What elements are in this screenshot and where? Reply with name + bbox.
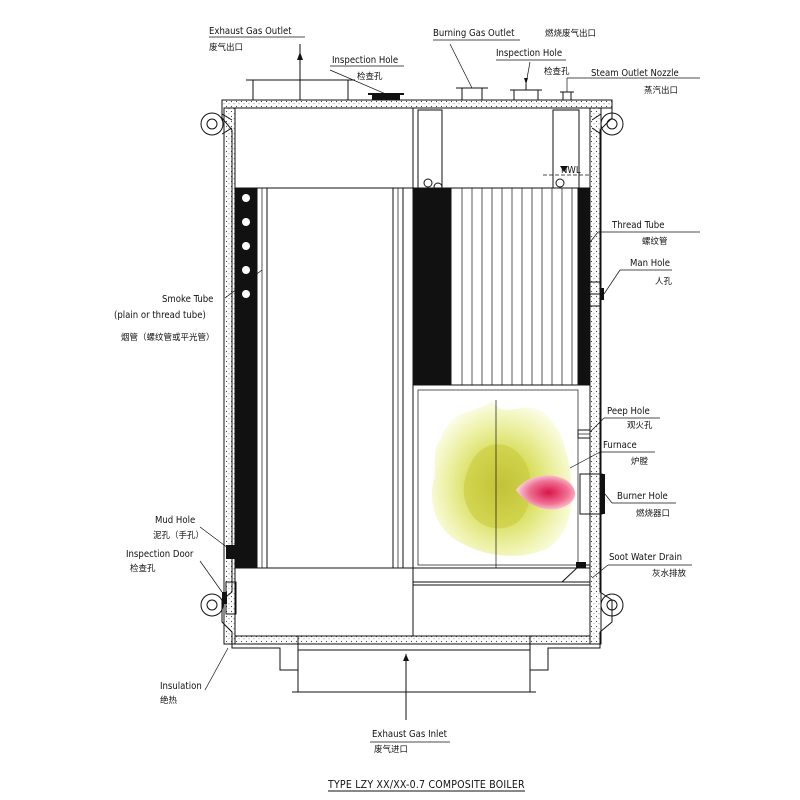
inspection-hole-right-en: Inspection Hole — [496, 48, 562, 59]
label-inspection-hole-right: Inspection Hole 检查孔 — [496, 48, 570, 77]
burner-hole-cn: 燃烧器口 — [636, 508, 670, 519]
burning-gas-outlet-cn: 燃烧废气出口 — [545, 28, 596, 39]
thread-tube-bundle — [450, 187, 579, 386]
label-thread-tube: Thread Tube 螺纹管 — [611, 220, 668, 247]
insulation-en: Insulation — [160, 681, 202, 692]
inspection-door-cn: 检查孔 — [130, 563, 156, 574]
lifting-lug-bottom-left — [200, 593, 224, 617]
inspection-door-en: Inspection Door — [126, 549, 194, 560]
inspection-hole-right-cn: 检查孔 — [544, 66, 570, 77]
burner-flame — [516, 475, 575, 510]
man-hole-en: Man Hole — [630, 258, 670, 269]
diagram-title: TYPE LZY XX/XX-0.7 COMPOSITE BOILER — [327, 779, 525, 791]
thread-tube-en: Thread Tube — [611, 220, 664, 231]
steam-outlet-nozzle — [560, 91, 574, 101]
lower-left-box — [234, 567, 414, 637]
label-exhaust-gas-inlet: Exhaust Gas Inlet 废气进口 — [372, 729, 448, 755]
label-inspection-door: Inspection Door 检查孔 — [126, 549, 194, 574]
steam-outlet-cn: 蒸汽出口 — [644, 85, 678, 96]
label-man-hole: Man Hole 人孔 — [630, 258, 673, 287]
left-water-column — [235, 188, 257, 568]
furnace-cn: 炉膛 — [631, 456, 649, 467]
lower-right-box — [412, 584, 591, 637]
label-burning-gas-outlet: Burning Gas Outlet 燃烧废气出口 — [433, 28, 596, 41]
smoke-tube-en2: (plain or thread tube) — [114, 310, 206, 321]
peep-hole-cn: 观火孔 — [627, 421, 653, 431]
furnace-en: Furnace — [603, 440, 637, 451]
inspection-door — [222, 581, 237, 615]
label-burner-hole: Burner Hole 燃烧器口 — [617, 491, 670, 519]
lifting-lug-top-left — [200, 112, 233, 136]
exhaust-gas-inlet-cn: 废气进口 — [374, 744, 408, 755]
peep-hole — [577, 429, 591, 439]
lifting-lug-top-right — [591, 112, 624, 136]
label-furnace: Furnace 炉膛 — [603, 440, 649, 467]
peep-hole-en: Peep Hole — [607, 406, 650, 417]
label-soot-water-drain: Soot Water Drain 灰水排放 — [609, 552, 687, 579]
mud-hole — [226, 545, 235, 559]
insulation-shell — [221, 99, 613, 671]
exhaust-gas-inlet-en: Exhaust Gas Inlet — [372, 729, 448, 740]
smoke-tube-bundle — [256, 187, 404, 569]
exhaust-gas-inlet — [292, 635, 536, 720]
burning-gas-outlet-en: Burning Gas Outlet — [433, 28, 515, 39]
label-mud-hole: Mud Hole 泥孔（手孔） — [153, 515, 204, 541]
smoke-tube-en: Smoke Tube — [162, 294, 213, 305]
burner-hole-en: Burner Hole — [617, 491, 668, 502]
top-smoke-box — [234, 107, 414, 189]
man-hole — [583, 281, 604, 307]
man-hole-cn: 人孔 — [655, 277, 673, 287]
leader-lines — [199, 43, 700, 743]
furnace-grate — [412, 567, 591, 586]
inspection-hole-top-cn: 检查孔 — [357, 71, 383, 82]
burner-hole — [579, 473, 605, 515]
drawing-title: TYPE LZY XX/XX-0.7 COMPOSITE BOILER — [327, 779, 525, 792]
exhaust-gas-outlet-en: Exhaust Gas Outlet — [209, 26, 292, 37]
soot-water-drain — [561, 562, 590, 583]
soot-drain-cn: 灰水排放 — [652, 568, 687, 579]
furnace-flame — [431, 400, 572, 568]
label-peep-hole: Peep Hole 观火孔 — [607, 406, 653, 431]
inspection-hole-right-nozzle — [510, 84, 542, 101]
soot-drain-en: Soot Water Drain — [609, 552, 682, 563]
steam-drum: NWL — [412, 107, 591, 189]
mud-hole-cn: 泥孔（手孔） — [153, 530, 204, 541]
thread-tube-cn: 螺纹管 — [642, 236, 668, 247]
steam-outlet-en: Steam Outlet Nozzle — [591, 68, 679, 79]
mud-hole-en: Mud Hole — [155, 515, 195, 526]
label-exhaust-gas-outlet: Exhaust Gas Outlet 废气出口 — [209, 26, 305, 53]
insulation-cn: 绝热 — [160, 695, 178, 706]
nwl-label: NWL — [561, 165, 581, 176]
smoke-tube-cn: 烟管（螺纹管或平光管） — [121, 332, 215, 343]
label-inspection-hole-top: Inspection Hole 检查孔 — [330, 55, 404, 82]
inspection-hole-top-en: Inspection Hole — [332, 55, 398, 66]
lifting-lug-bottom-right — [600, 593, 624, 617]
label-steam-outlet-nozzle: Steam Outlet Nozzle 蒸汽出口 — [591, 68, 679, 96]
exhaust-gas-outlet-cn: 废气出口 — [209, 42, 243, 53]
center-water-wall — [402, 187, 590, 569]
label-insulation: Insulation 绝热 — [160, 681, 202, 706]
label-smoke-tube: Smoke Tube (plain or thread tube) 烟管（螺纹管… — [114, 294, 215, 343]
burning-gas-outlet-nozzle — [456, 87, 488, 101]
